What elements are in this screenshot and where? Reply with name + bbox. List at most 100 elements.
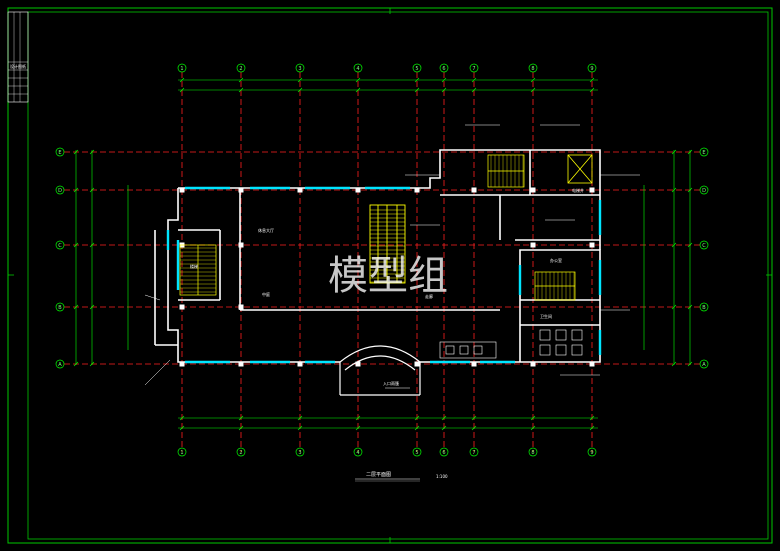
dim-tick: [671, 149, 677, 155]
dim-tick: [414, 87, 420, 93]
dim-tick: [530, 87, 536, 93]
column: [471, 187, 477, 193]
axis-bubble: [177, 447, 187, 457]
axis-label-col: 7: [472, 66, 475, 72]
dim-tick: [687, 242, 693, 248]
axis-bubble: [353, 447, 363, 457]
dim-tick: [73, 187, 79, 193]
axis-bubble: [55, 302, 65, 312]
axis-label-col: 2: [239, 450, 242, 456]
axis-bubble: [177, 63, 187, 73]
dim-tick: [297, 77, 303, 83]
axis-bubble: [528, 447, 538, 457]
axis-bubble: [699, 185, 709, 195]
column: [414, 361, 420, 367]
column: [179, 187, 185, 193]
axis-label-row: D: [58, 188, 62, 194]
dim-tick: [355, 77, 361, 83]
column: [355, 361, 361, 367]
axis-label-col: 8: [531, 450, 534, 456]
dim-tick: [471, 425, 477, 431]
column: [179, 361, 185, 367]
axis-bubble: [236, 63, 246, 73]
axis-label-col: 4: [356, 450, 359, 456]
axis-bubble: [699, 359, 709, 369]
dim-tick: [355, 415, 361, 421]
axis-label-col: 2: [239, 66, 242, 72]
axis-label-row: A: [58, 362, 62, 368]
entrance-canopy: [339, 345, 421, 396]
titleblock: 设计图纸: [7, 11, 29, 103]
dim-tick: [297, 425, 303, 431]
dim-tick: [441, 425, 447, 431]
dim-tick: [687, 304, 693, 310]
axis-label-col: 3: [298, 450, 301, 456]
axis-bubble: [295, 447, 305, 457]
label-office: 办公室: [550, 257, 562, 263]
axis-label-row: A: [702, 362, 706, 368]
drawing-title-text: 二层平面图: [366, 472, 391, 478]
axis-bubble: [469, 63, 479, 73]
axis-bubble: [295, 63, 305, 73]
dim-tick: [238, 77, 244, 83]
dim-tick: [179, 77, 185, 83]
dim-tick: [89, 242, 95, 248]
dim-tick: [238, 87, 244, 93]
dim-tick: [687, 149, 693, 155]
dim-tick: [73, 149, 79, 155]
axis-label-row: B: [58, 305, 62, 311]
column: [530, 187, 536, 193]
dim-tick: [238, 415, 244, 421]
dim-tick: [471, 77, 477, 83]
axis-bubble: [236, 447, 246, 457]
dim-tick: [530, 77, 536, 83]
watermark: 模型组: [328, 253, 448, 299]
dimension-ticks: [73, 77, 693, 431]
dim-tick: [73, 361, 79, 367]
axis-bubble: [469, 447, 479, 457]
axis-label-col: 9: [590, 450, 593, 456]
dim-tick: [589, 425, 595, 431]
column: [530, 361, 536, 367]
axis-bubble: [699, 240, 709, 250]
column: [238, 361, 244, 367]
dim-tick: [441, 77, 447, 83]
dim-tick: [179, 415, 185, 421]
dim-tick: [589, 77, 595, 83]
dim-tick: [355, 87, 361, 93]
leader-lines: [144, 124, 640, 389]
axis-label-row: E: [58, 150, 61, 156]
column: [179, 304, 185, 310]
label-stair-main: 楼梯: [190, 263, 198, 269]
axis-bubble: [353, 63, 363, 73]
dim-tick: [238, 425, 244, 431]
dim-tick: [179, 425, 185, 431]
column: [238, 187, 244, 193]
axis-label-col: 4: [356, 66, 359, 72]
dim-tick: [73, 242, 79, 248]
axis-label-row: C: [58, 243, 62, 249]
dim-tick: [297, 415, 303, 421]
axis-label-col: 9: [590, 66, 593, 72]
label-lobby: 中庭: [262, 291, 270, 297]
label-elevator: 电梯井: [572, 187, 584, 193]
axis-label-col: 5: [415, 450, 418, 456]
dim-tick: [89, 187, 95, 193]
axis-bubble: [528, 63, 538, 73]
column: [238, 304, 244, 310]
axis-bubble: [699, 302, 709, 312]
dim-tick: [530, 415, 536, 421]
drawing-title: 二层平面图 1:100: [355, 472, 448, 482]
dim-tick: [89, 304, 95, 310]
dimension-lines: [75, 79, 691, 429]
axis-bubble: [55, 147, 65, 157]
dim-tick: [297, 87, 303, 93]
axis-bubble: [699, 147, 709, 157]
column: [589, 361, 595, 367]
dim-tick: [589, 415, 595, 421]
dim-tick: [414, 77, 420, 83]
axis-bubble: [55, 359, 65, 369]
dim-tick: [471, 87, 477, 93]
